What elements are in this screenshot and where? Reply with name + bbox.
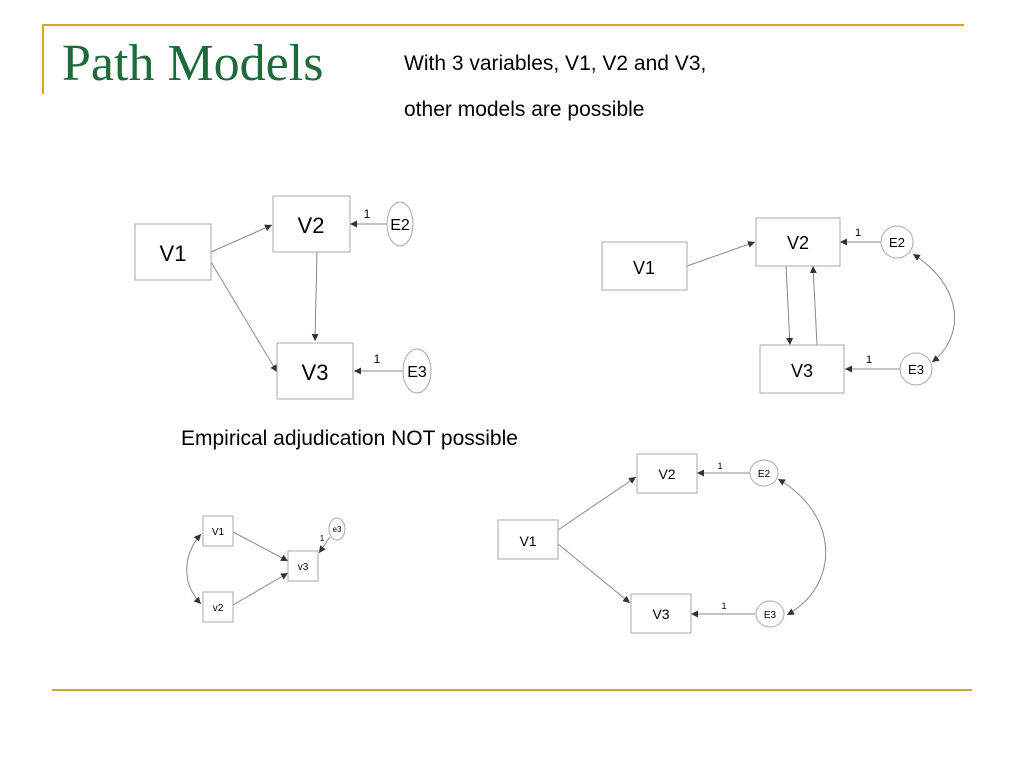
edge-label-e3: 1	[320, 534, 325, 543]
node-e3	[328, 517, 346, 541]
top-rule	[42, 24, 964, 26]
node-v1-label: V1	[212, 527, 225, 538]
node-e3	[899, 352, 933, 386]
diagram-bottom-right: V1 V2 V3 E2 E3 1 1	[497, 453, 827, 634]
node-v1-label: V1	[160, 241, 187, 266]
node-v3	[287, 550, 319, 582]
node-v2	[636, 453, 698, 494]
edge-label-e2: 1	[855, 227, 861, 239]
edge-label-e3: 1	[866, 354, 872, 366]
node-v1	[497, 519, 559, 560]
node-v3-label: v3	[298, 562, 309, 573]
diagram-bottom-left: V1 v2 v3 e3 1	[186, 515, 346, 623]
subtitle-line-1: With 3 variables, V1, V2 and V3,	[404, 52, 707, 75]
node-v3	[630, 593, 692, 634]
edge-e2-e3-covariance	[912, 253, 956, 363]
node-e2	[880, 225, 914, 259]
node-e2	[386, 201, 414, 247]
node-v3	[759, 344, 845, 394]
edge-v2-v3	[785, 265, 794, 346]
node-v2	[202, 591, 234, 623]
node-v2	[755, 217, 841, 267]
node-e3	[755, 600, 785, 628]
node-v3-label: V3	[652, 606, 669, 622]
node-e2	[749, 459, 779, 487]
node-v2-label: V2	[298, 213, 325, 238]
node-v3-label: V3	[302, 360, 329, 385]
edge-v1-v2	[557, 476, 637, 531]
node-e2-label: E2	[390, 217, 410, 234]
node-v1	[134, 223, 212, 281]
edge-v1-v2	[686, 241, 756, 267]
node-v3-label: V3	[791, 361, 813, 381]
node-v1	[601, 241, 688, 291]
node-e3-label: E3	[908, 362, 924, 377]
node-v2	[272, 195, 351, 253]
edge-v1-v3	[232, 531, 289, 562]
node-v2-label: v2	[213, 603, 224, 614]
node-e3-label: E3	[764, 610, 777, 621]
subtitle-line-2: other models are possible	[404, 98, 645, 121]
node-e3-label: E3	[407, 364, 427, 381]
edge-v2-v3	[311, 251, 319, 342]
edge-v1-v2	[210, 224, 273, 253]
node-e3-label: e3	[333, 525, 342, 534]
node-v1-label: V1	[519, 533, 536, 549]
bottom-rule	[52, 689, 972, 691]
edge-v3-v2	[809, 265, 818, 346]
edge-v1-v3	[557, 543, 631, 604]
edge-v1-v3	[210, 261, 278, 373]
edge-e2-e3-covariance	[777, 478, 827, 616]
slide-title: Path Models	[62, 35, 324, 92]
edge-label-e2: 1	[364, 207, 371, 221]
caption: Empirical adjudication NOT possible	[181, 427, 518, 450]
diagram-top-left: V1 V2 V3 E2 E3 1 1	[134, 195, 432, 400]
node-e3	[402, 348, 432, 394]
edge-v2-v3	[232, 572, 289, 606]
left-rule	[42, 24, 44, 94]
node-v3	[276, 342, 354, 400]
node-v2-label: V2	[787, 233, 809, 253]
node-v2-label: V2	[658, 466, 675, 482]
edge-label-e3: 1	[721, 601, 726, 611]
node-v1	[202, 515, 234, 547]
edge-label-e3: 1	[374, 352, 381, 366]
edge-label-e2: 1	[717, 461, 722, 471]
edge-e3-v3	[318, 536, 331, 554]
node-v1-label: V1	[633, 258, 655, 278]
node-e2-label: E2	[889, 235, 905, 250]
diagram-top-right: V1 V2 V3 E2 E3 1 1	[601, 217, 956, 394]
node-e2-label: E2	[758, 469, 771, 480]
edge-v1-v2-covariance	[186, 533, 202, 605]
